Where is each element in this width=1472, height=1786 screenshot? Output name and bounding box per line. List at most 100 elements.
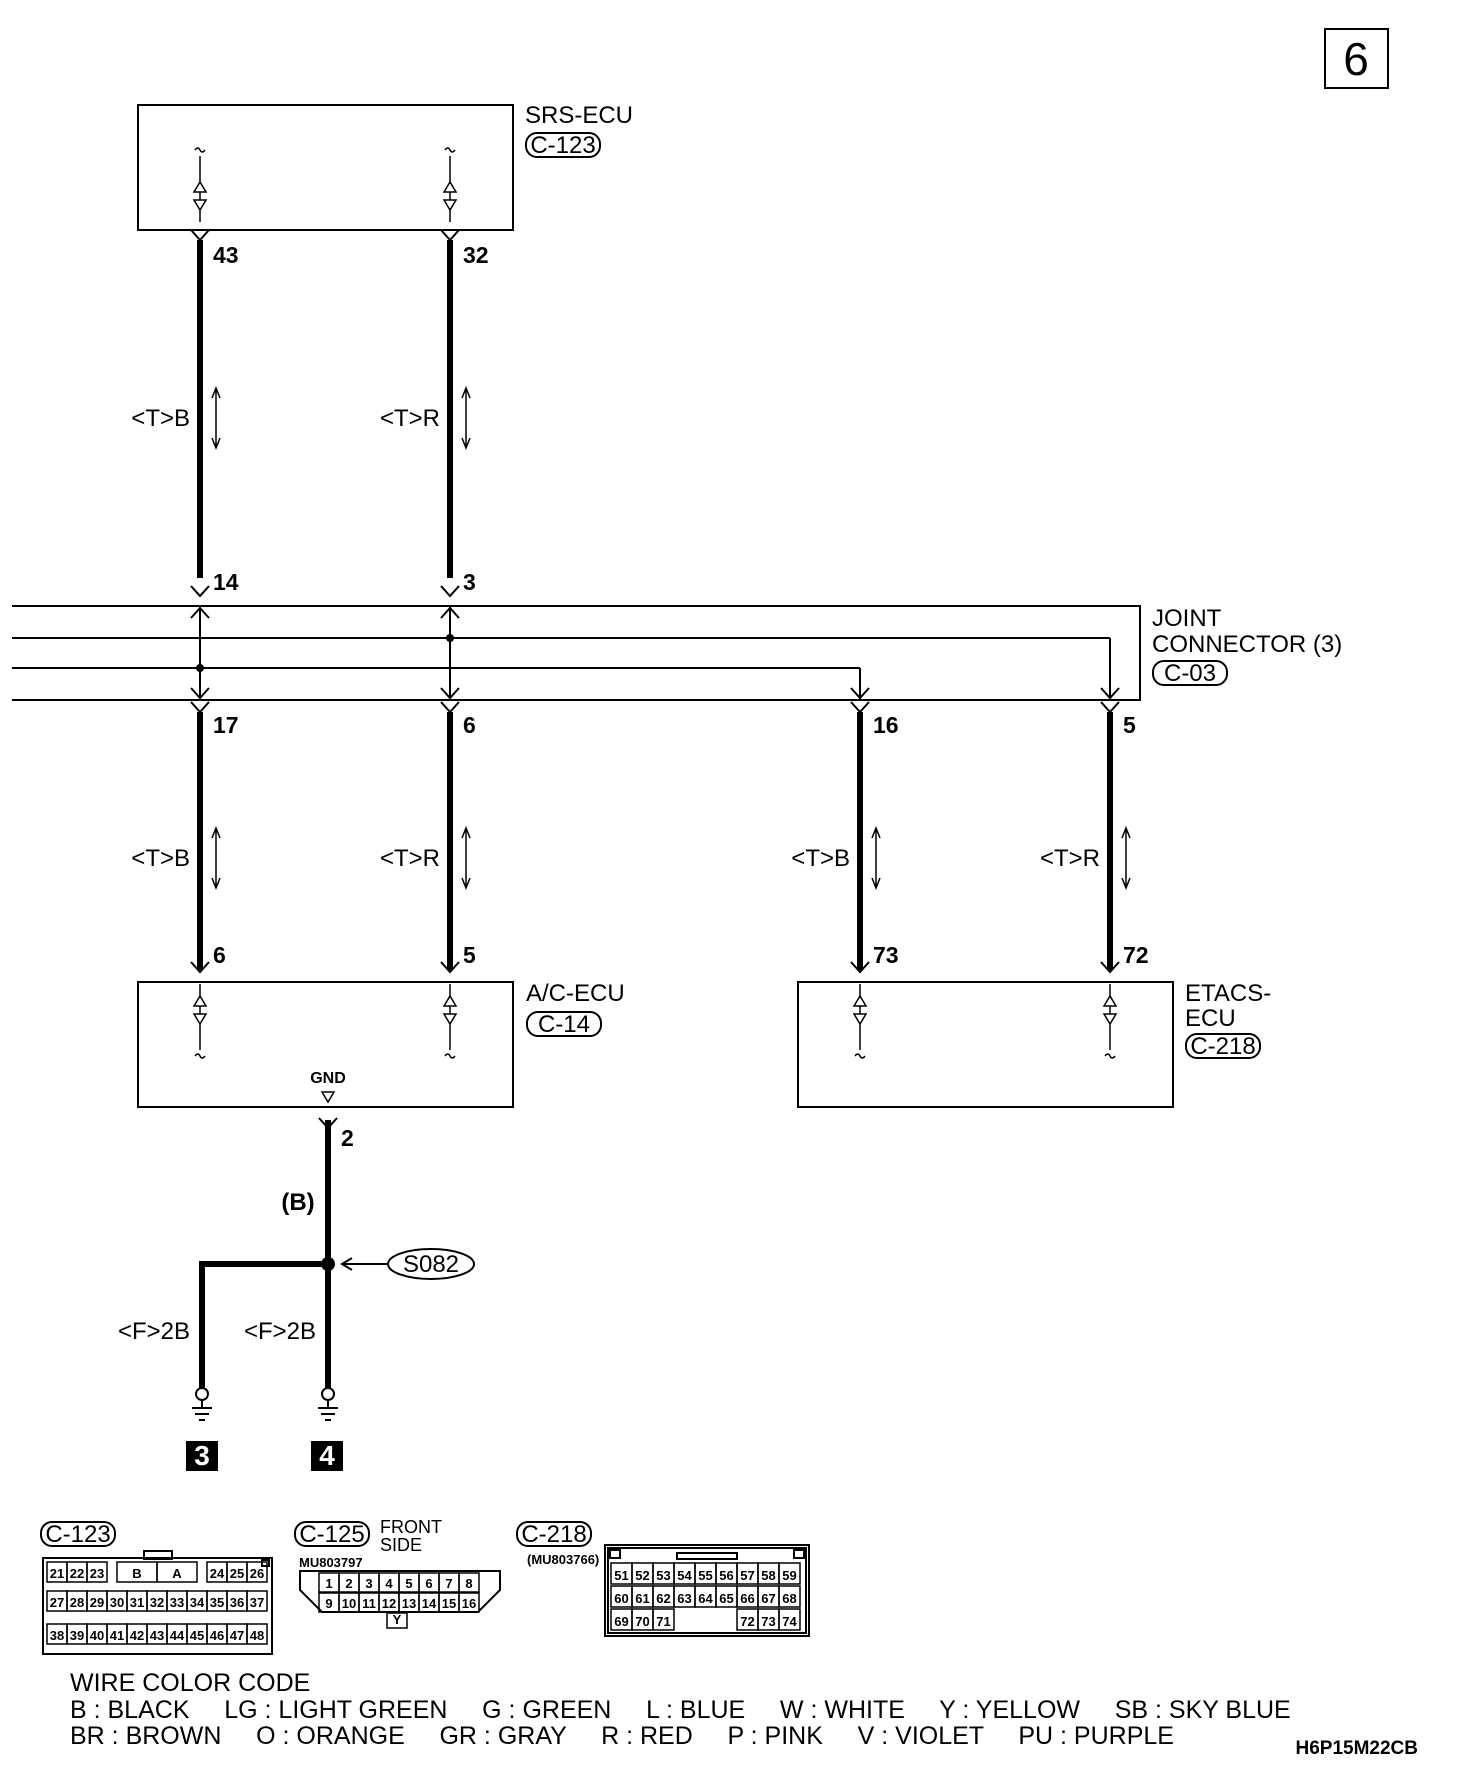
svg-text:C-123: C-123 xyxy=(45,1521,110,1548)
etacs-ecu: 73 72 ETACS- ECU C-218 xyxy=(797,942,1271,1108)
c218-pin: 68 xyxy=(782,1591,796,1606)
c123-pin: 35 xyxy=(210,1595,224,1610)
c125-pin: 14 xyxy=(422,1596,437,1611)
c125-cell xyxy=(458,1592,480,1613)
c123-cell xyxy=(246,1561,268,1583)
c123-pin: 39 xyxy=(70,1628,84,1643)
c123-pin: 37 xyxy=(250,1595,264,1610)
c125-key-pin: Y xyxy=(393,1612,402,1627)
c123-pin: 45 xyxy=(190,1628,204,1643)
c123-pin: 24 xyxy=(210,1566,225,1581)
c218-pin: 66 xyxy=(740,1591,754,1606)
c218-pin: 67 xyxy=(761,1591,775,1606)
c218-pin: 71 xyxy=(656,1614,670,1629)
c123-pin: 27 xyxy=(50,1595,64,1610)
wire-color-legend: WIRE COLOR CODE B : BLACK LG : LIGHT GRE… xyxy=(70,1669,1291,1750)
pin-ac-6: 6 xyxy=(213,942,226,968)
srs-ecu: SRS-ECU C-123 xyxy=(137,102,633,231)
splice-badge xyxy=(387,1248,475,1280)
pin-ac-gnd-2: 2 xyxy=(341,1125,354,1151)
svg-text:(MU803766): (MU803766) xyxy=(527,1552,599,1567)
c218-pin: 65 xyxy=(719,1591,733,1606)
ground-point-4-label: 4 xyxy=(319,1440,335,1471)
c125-pin: 1 xyxy=(325,1576,332,1591)
c218-pin: 59 xyxy=(782,1568,796,1583)
wire-label-lower-tb-2: <T>B xyxy=(791,845,850,872)
c125-pin: 15 xyxy=(442,1596,456,1611)
joint-connector-label-1: JOINT xyxy=(1152,605,1222,632)
c123-pin: 41 xyxy=(110,1628,124,1643)
c123-pin: 31 xyxy=(130,1595,144,1610)
wire-gnd-branch xyxy=(199,1261,328,1388)
ac-ecu: 6 5 GND A/C-ECU C-14 xyxy=(137,942,625,1108)
c218-pin: 55 xyxy=(698,1568,712,1583)
c218-pin: 69 xyxy=(614,1614,628,1629)
pin-srs-43: 43 xyxy=(213,242,239,268)
joint-connector-id: C-03 xyxy=(1164,660,1216,687)
c218-pin: 56 xyxy=(719,1568,733,1583)
ground-point-3-label: 3 xyxy=(194,1440,210,1471)
c218-pin: 73 xyxy=(761,1614,775,1629)
c123-pin: 47 xyxy=(230,1628,244,1643)
svg-text:FRONT: FRONT xyxy=(380,1517,442,1537)
c125-pin: 16 xyxy=(462,1596,476,1611)
c125-pin: 10 xyxy=(342,1596,356,1611)
c125-pin: 7 xyxy=(445,1576,452,1591)
wire-label-lower-tr-1: <T>R xyxy=(380,845,440,872)
c218-pin: 70 xyxy=(635,1614,649,1629)
wire-label-f2b-1: <F>2B xyxy=(118,1318,190,1345)
c123-pin: 25 xyxy=(230,1566,244,1581)
etacs-ecu-label-1: ETACS- xyxy=(1185,980,1271,1007)
svg-text:C-218: C-218 xyxy=(521,1521,586,1548)
svg-text:MU803797: MU803797 xyxy=(299,1555,363,1570)
ground-symbol xyxy=(317,1387,339,1421)
signal-arrow xyxy=(211,387,221,449)
etacs-ecu-connector: C-218 xyxy=(1190,1033,1255,1060)
c218-pin: 60 xyxy=(614,1591,628,1606)
splice-id: S082 xyxy=(403,1251,459,1278)
c125-key-cell xyxy=(386,1612,408,1629)
c218-cell xyxy=(778,1608,801,1631)
ac-ecu-label: A/C-ECU xyxy=(526,980,625,1007)
c123-pin: 28 xyxy=(70,1595,84,1610)
c123-pin: 29 xyxy=(90,1595,104,1610)
ground-point-4 xyxy=(311,1441,343,1471)
diagram-code: H6P15M22CB xyxy=(1296,1738,1419,1759)
c123-pin: 46 xyxy=(210,1628,224,1643)
c125-pin: 2 xyxy=(345,1576,352,1591)
c123-cell xyxy=(156,1561,198,1583)
c125-pin: 8 xyxy=(465,1576,472,1591)
svg-text:C-125: C-125 xyxy=(299,1521,364,1548)
c218-pin: 52 xyxy=(635,1568,649,1583)
c125-cell xyxy=(458,1572,480,1593)
c125-pin: 9 xyxy=(325,1596,332,1611)
c125-pin: 13 xyxy=(402,1596,416,1611)
legend-title: WIRE COLOR CODE xyxy=(70,1669,310,1697)
c125-pin: 12 xyxy=(382,1596,396,1611)
ac-ecu-connector: C-14 xyxy=(538,1011,590,1038)
c123-pin: 38 xyxy=(50,1628,64,1643)
srs-ecu-label: SRS-ECU xyxy=(525,102,633,129)
c123-pin: 22 xyxy=(70,1566,84,1581)
ac-gnd-label: GND xyxy=(310,1070,346,1087)
c123-pin: 43 xyxy=(150,1628,164,1643)
c125-pin: 5 xyxy=(405,1576,412,1591)
joint-connector-label-2: CONNECTOR (3) xyxy=(1152,631,1342,658)
c218-pin: 63 xyxy=(677,1591,691,1606)
c123-pin: 44 xyxy=(170,1628,185,1643)
c123-pin: 32 xyxy=(150,1595,164,1610)
pin-jc-6: 6 xyxy=(463,712,476,738)
c218-pin: 64 xyxy=(698,1591,713,1606)
c123-pin: B xyxy=(132,1566,141,1581)
page-number: 6 xyxy=(1343,33,1369,85)
c218-pin: 61 xyxy=(635,1591,649,1606)
pin-etacs-72: 72 xyxy=(1123,942,1149,968)
wire-label-upper-tr: <T>R xyxy=(380,405,440,432)
c218-pin: 72 xyxy=(740,1614,754,1629)
c123-pin: 42 xyxy=(130,1628,144,1643)
wire-label-b: (B) xyxy=(281,1189,314,1216)
